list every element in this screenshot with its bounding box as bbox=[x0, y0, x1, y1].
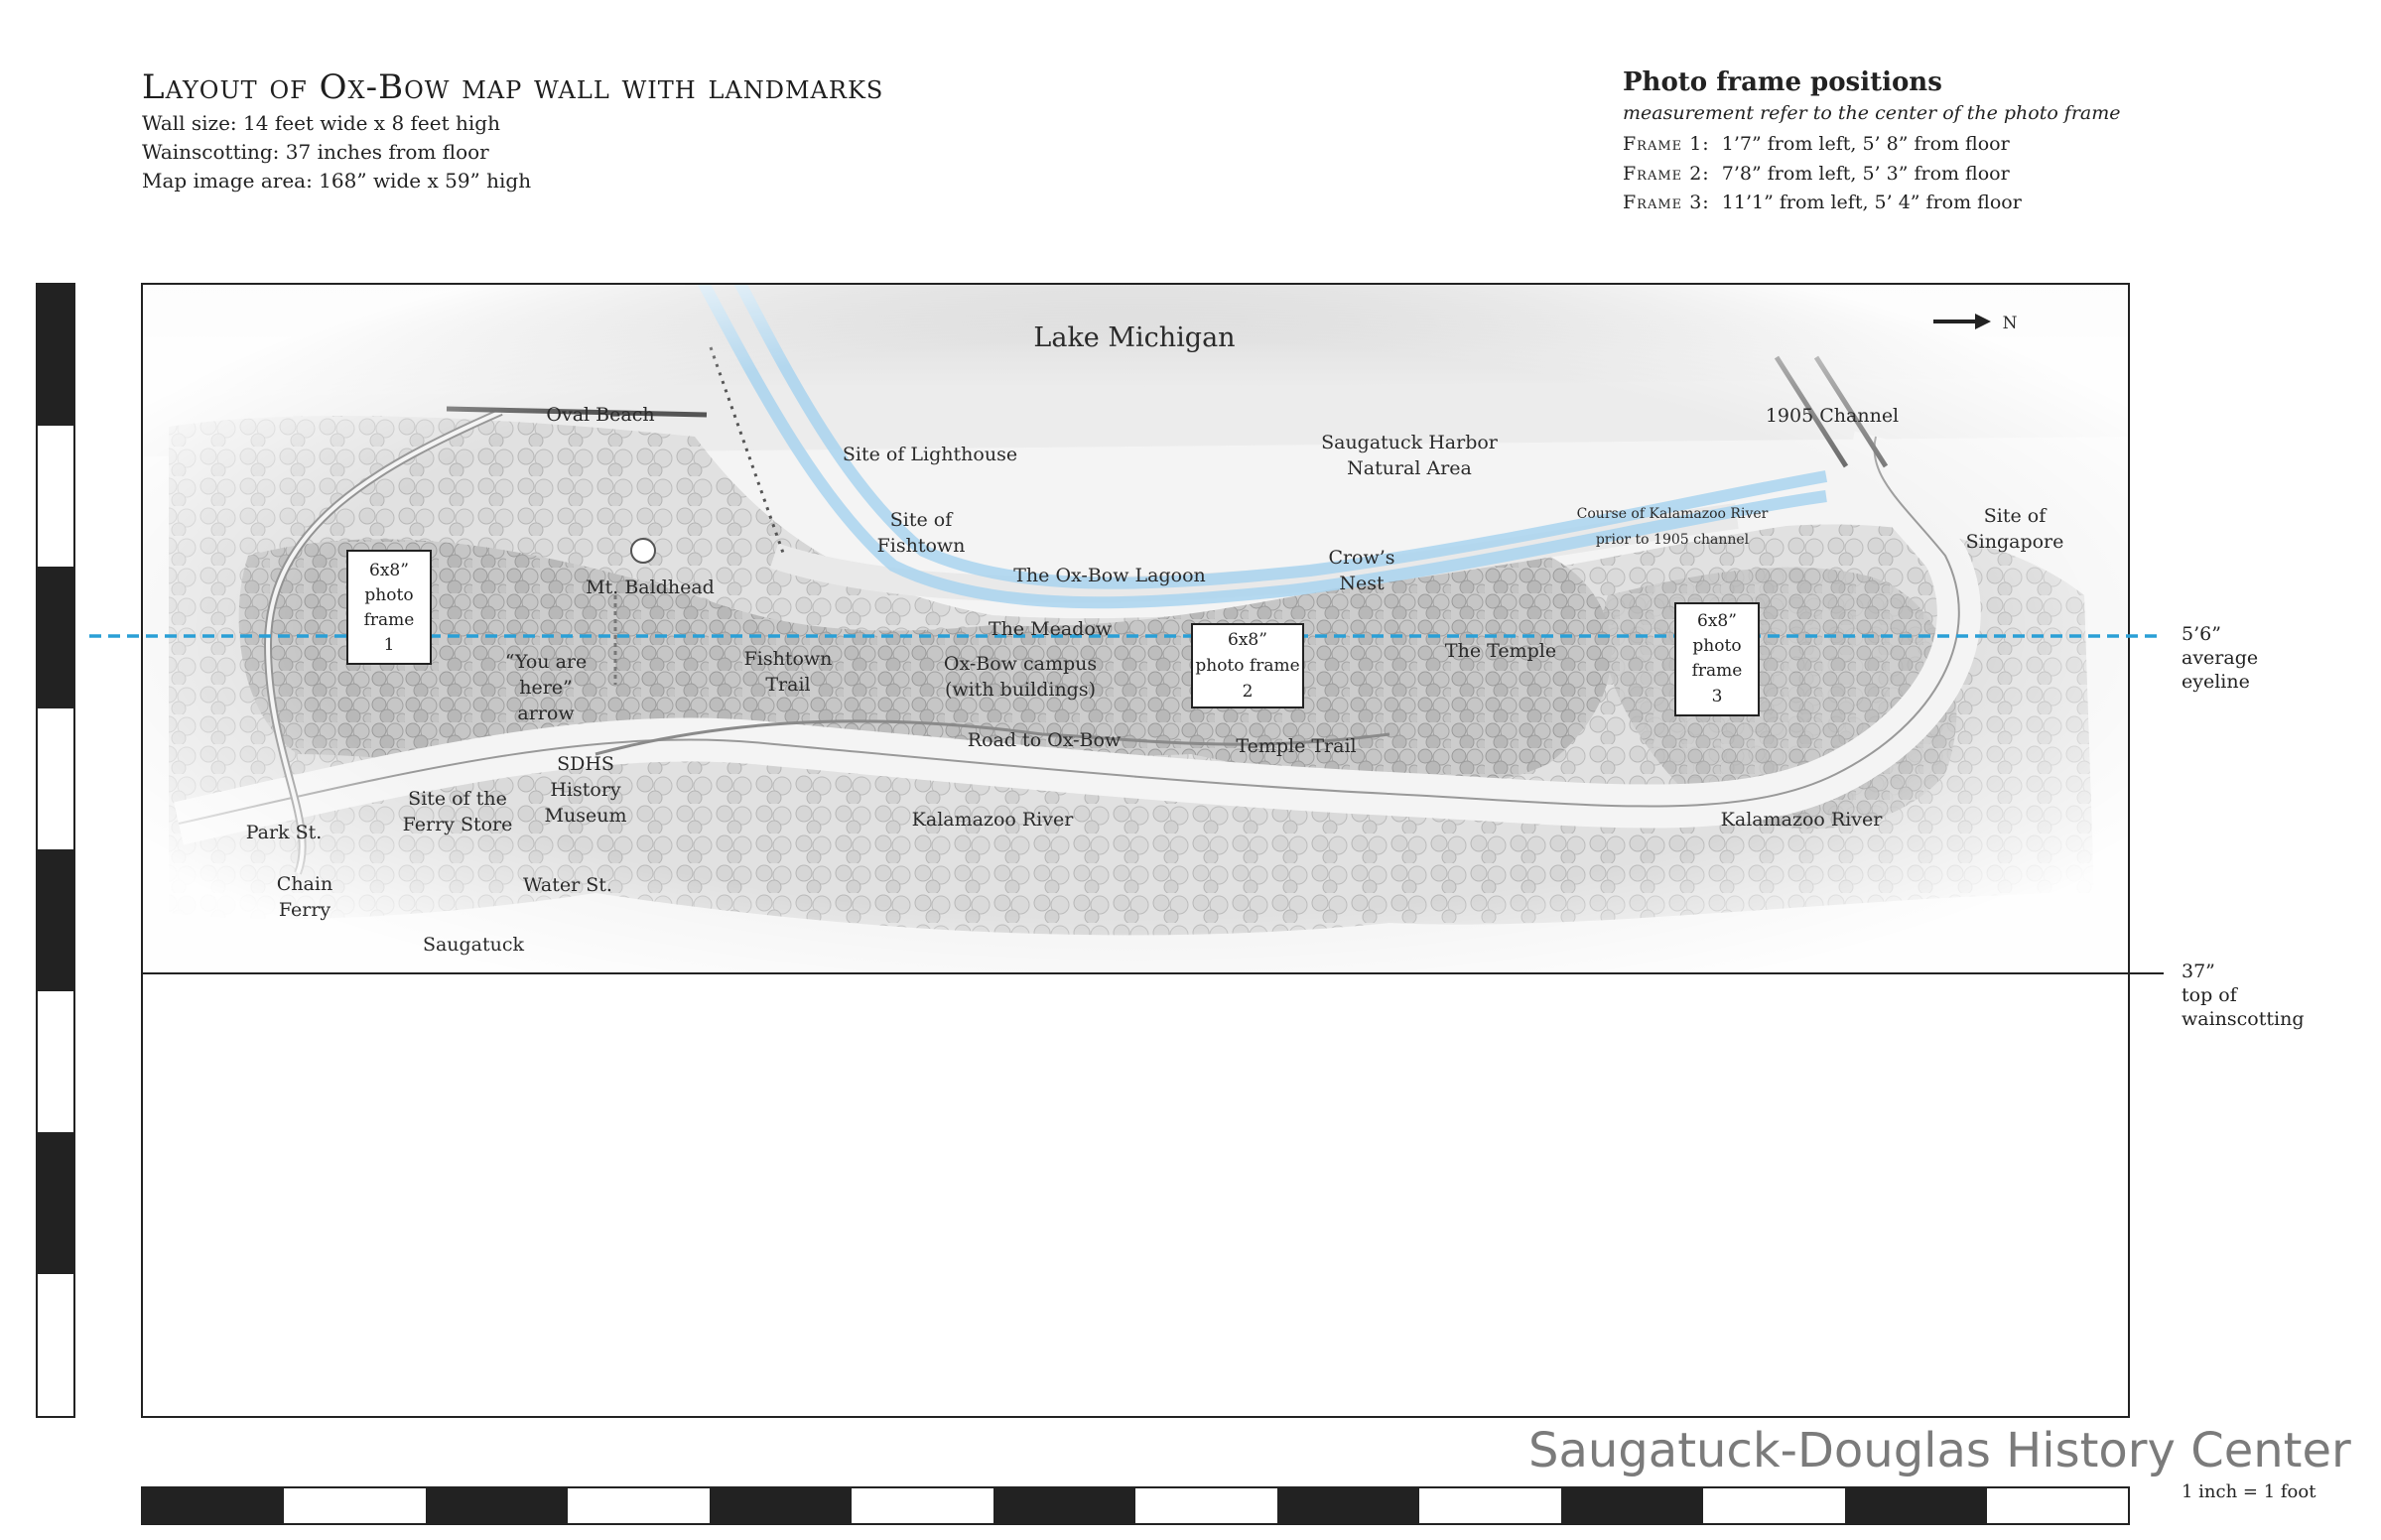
frame-position-label: Frame 2: bbox=[1623, 162, 1710, 185]
label-kalamazoo-river-1: Kalamazoo River bbox=[912, 809, 1075, 831]
photo-frame-list: Frame 1: 1’7” from left, 5’ 8” from floo… bbox=[1623, 130, 2022, 218]
label-ox-bow-lagoon: The Ox-Bow Lagoon bbox=[1013, 565, 1206, 586]
label-sdhs-2: History bbox=[550, 779, 621, 801]
label-chain-ferry-1: Chain bbox=[277, 873, 332, 895]
label-course-2: prior to 1905 channel bbox=[1596, 532, 1750, 548]
label-ferry-store-1: Site of the bbox=[408, 788, 507, 810]
eyeline-height: 5’6” bbox=[2182, 623, 2221, 645]
page-title: Layout of Ox-Bow map wall with landmarks bbox=[142, 67, 884, 107]
label-fishtown-2: Fishtown bbox=[877, 535, 966, 557]
label-harbor-1: Saugatuck Harbor bbox=[1321, 432, 1499, 453]
label-chain-ferry-2: Ferry bbox=[279, 899, 331, 921]
eyeline-label-2: eyeline bbox=[2182, 671, 2250, 693]
eyeline-annotation: 5’6” average eyeline bbox=[2182, 622, 2258, 694]
frame-position-3: Frame 3: 11’1” from left, 5’ 4” from flo… bbox=[1623, 189, 2022, 218]
photo-frame-3: 6x8” photo frame 3 bbox=[1674, 602, 1760, 716]
label-you-are-here-1: “You are bbox=[505, 651, 588, 673]
frame-3-line: 6x8” bbox=[1697, 611, 1737, 631]
photo-frame-heading: Photo frame positions bbox=[1623, 67, 1942, 97]
label-meadow: The Meadow bbox=[989, 618, 1113, 640]
frame-position-label: Frame 3: bbox=[1623, 192, 1710, 213]
label-lake-michigan: Lake Michigan bbox=[1033, 322, 1235, 353]
horizontal-scale-bar bbox=[141, 1486, 2130, 1525]
wainscot-annotation: 37” top of wainscotting bbox=[2182, 960, 2304, 1031]
label-ferry-store-2: Ferry Store bbox=[403, 814, 513, 835]
label-harbor-2: Natural Area bbox=[1347, 457, 1472, 479]
scale-note: 1 inch = 1 foot bbox=[2182, 1481, 2316, 1502]
label-sdhs-1: SDHS bbox=[557, 753, 614, 775]
wainscot-height: 37” bbox=[2182, 961, 2215, 982]
photo-frame-2: 6x8” photo frame 2 bbox=[1191, 623, 1304, 708]
frame-position-value: 1’7” from left, 5’ 8” from floor bbox=[1721, 133, 2010, 155]
label-compass-n: N bbox=[2003, 314, 2018, 333]
label-singapore-2: Singapore bbox=[1966, 531, 2064, 553]
brand-name: Saugatuck-Douglas History Center bbox=[1528, 1423, 2351, 1478]
label-course-1: Course of Kalamazoo River bbox=[1577, 506, 1769, 522]
frame-2-line: 2 bbox=[1243, 682, 1254, 702]
label-temple-trail: Temple Trail bbox=[1236, 735, 1356, 757]
label-road-to-ox-bow: Road to Ox-Bow bbox=[968, 729, 1122, 751]
frame-2-line: photo frame bbox=[1195, 656, 1299, 676]
frame-3-line: 3 bbox=[1712, 687, 1723, 706]
label-fishtown-trail-2: Trail bbox=[765, 674, 810, 696]
label-you-are-here-2: here” bbox=[519, 677, 573, 699]
spec-wall-size: Wall size: 14 feet wide x 8 feet high bbox=[142, 111, 500, 135]
label-fishtown-trail-1: Fishtown bbox=[744, 648, 833, 670]
frame-position-2: Frame 2: 7’8” from left, 5’ 3” from floo… bbox=[1623, 160, 2022, 190]
wainscot-label-2: wainscotting bbox=[2182, 1008, 2305, 1030]
label-mt-baldhead: Mt. Baldhead bbox=[586, 577, 715, 598]
frame-position-1: Frame 1: 1’7” from left, 5’ 8” from floo… bbox=[1623, 130, 2022, 160]
label-water-st: Water St. bbox=[523, 874, 612, 896]
label-kalamazoo-river-2: Kalamazoo River bbox=[1721, 809, 1884, 831]
frame-1-line: frame bbox=[364, 610, 415, 630]
photo-frame-1: 6x8” photo frame 1 bbox=[346, 550, 432, 665]
frame-3-line: frame bbox=[1692, 661, 1743, 681]
map-image bbox=[144, 285, 2127, 973]
wall-specs: Wall size: 14 feet wide x 8 feet high Wa… bbox=[142, 109, 531, 195]
frame-3-line: photo bbox=[1692, 636, 1741, 656]
label-campus-2: (with buildings) bbox=[945, 679, 1096, 701]
label-oval-beach: Oval Beach bbox=[546, 404, 654, 426]
vertical-scale-bar bbox=[36, 283, 75, 1418]
frame-1-line: 6x8” bbox=[369, 561, 409, 580]
label-lighthouse: Site of Lighthouse bbox=[843, 444, 1017, 465]
spec-wainscotting: Wainscotting: 37 inches from floor bbox=[142, 140, 489, 164]
frame-position-label: Frame 1: bbox=[1623, 133, 1710, 155]
label-sdhs-3: Museum bbox=[545, 805, 627, 827]
label-crows-nest-2: Nest bbox=[1339, 573, 1385, 594]
frame-1-line: photo bbox=[364, 585, 413, 605]
wainscot-label-1: top of bbox=[2182, 984, 2237, 1006]
label-crows-nest-1: Crow’s bbox=[1328, 547, 1394, 569]
north-arrow-icon bbox=[1933, 314, 1991, 329]
frame-2-line: 6x8” bbox=[1228, 630, 1267, 650]
label-campus-1: Ox-Bow campus bbox=[944, 653, 1097, 675]
frame-position-value: 11’1” from left, 5’ 4” from floor bbox=[1721, 192, 2022, 213]
label-1905-channel: 1905 Channel bbox=[1766, 405, 1899, 427]
photo-frame-subheading: measurement refer to the center of the p… bbox=[1623, 102, 2121, 124]
label-singapore-1: Site of bbox=[1984, 505, 2048, 527]
label-temple: The Temple bbox=[1445, 640, 1556, 662]
label-saugatuck: Saugatuck bbox=[423, 934, 525, 956]
label-you-are-here-3: arrow bbox=[517, 703, 575, 724]
spec-map-area: Map image area: 168” wide x 59” high bbox=[142, 169, 532, 192]
eyeline-label-1: average bbox=[2182, 647, 2259, 669]
frame-1-line: 1 bbox=[384, 635, 395, 655]
frame-position-value: 7’8” from left, 5’ 3” from floor bbox=[1721, 162, 2010, 185]
label-fishtown-1: Site of bbox=[890, 509, 954, 531]
label-park-st: Park St. bbox=[246, 822, 323, 843]
